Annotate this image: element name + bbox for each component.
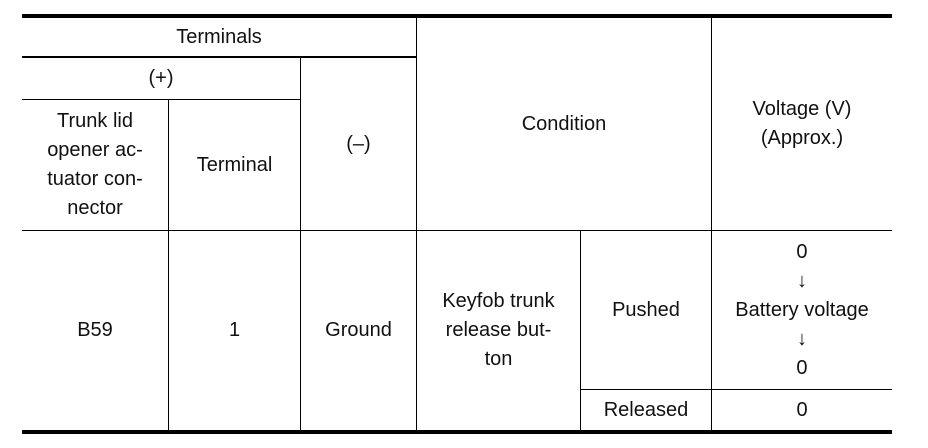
voltage-released: 0 <box>712 390 892 430</box>
header-minus-text: (–) <box>346 132 371 155</box>
arrow-down-icon: ↓ <box>796 269 807 292</box>
state-pushed: Pushed <box>581 231 711 389</box>
header-connector-line: opener ac- <box>47 139 143 161</box>
col-rule-1 <box>168 100 169 430</box>
header-condition-text: Condition <box>521 112 607 135</box>
header-condition: Condition <box>417 18 711 230</box>
header-voltage-line: Voltage (V) <box>752 98 852 120</box>
row-condition-line: release but- <box>445 319 552 341</box>
header-terminal-text: Terminal <box>196 153 273 176</box>
header-voltage: Voltage (V) (Approx.) <box>712 18 892 230</box>
rule-under-plus <box>22 99 300 100</box>
row-minus-text: Ground <box>325 319 392 341</box>
row-connector-text: B59 <box>77 319 113 341</box>
state-released-text: Released <box>603 398 689 421</box>
row-condition-line: Keyfob trunk <box>442 290 555 312</box>
col-rule-3 <box>416 18 417 430</box>
voltage-pushed-line: Battery voltage <box>735 298 869 321</box>
row-condition: Keyfob trunk release but- ton <box>417 231 580 430</box>
header-connector-line: nector <box>67 197 123 219</box>
header-terminal: Terminal <box>169 100 300 230</box>
rule-under-pushed <box>580 389 892 390</box>
header-terminals: Terminals <box>22 18 416 56</box>
header-minus: (–) <box>301 58 416 230</box>
header-terminals-text: Terminals <box>176 25 262 48</box>
rule-under-header <box>22 230 892 231</box>
header-plus: (+) <box>22 58 300 99</box>
voltage-pushed-line: 0 <box>796 356 808 379</box>
row-connector: B59 <box>22 231 168 430</box>
row-terminal: 1 <box>169 231 300 430</box>
state-pushed-text: Pushed <box>612 298 680 321</box>
voltage-released-text: 0 <box>796 398 808 421</box>
row-condition-line: ton <box>484 348 513 370</box>
terminal-voltage-table: Terminals (+) Trunk lid opener ac- tuato… <box>22 14 892 434</box>
col-rule-4 <box>580 231 581 430</box>
header-plus-text: (+) <box>148 67 174 89</box>
arrow-down-icon: ↓ <box>796 327 807 350</box>
bottom-rule <box>22 430 892 434</box>
header-voltage-line: (Approx.) <box>760 127 844 149</box>
voltage-pushed: 0 ↓ Battery voltage ↓ 0 <box>712 231 892 389</box>
row-terminal-text: 1 <box>228 319 241 341</box>
col-rule-2 <box>300 58 301 430</box>
header-connector-line: Trunk lid <box>57 110 133 132</box>
header-connector-line: tuator con- <box>47 168 143 190</box>
rule-under-terminals <box>22 56 417 58</box>
col-rule-5 <box>711 18 712 430</box>
voltage-pushed-line: 0 <box>796 240 808 263</box>
row-minus: Ground <box>301 231 416 430</box>
top-rule <box>22 14 892 18</box>
state-released: Released <box>581 390 711 430</box>
header-connector: Trunk lid opener ac- tuator con- nector <box>22 100 168 230</box>
